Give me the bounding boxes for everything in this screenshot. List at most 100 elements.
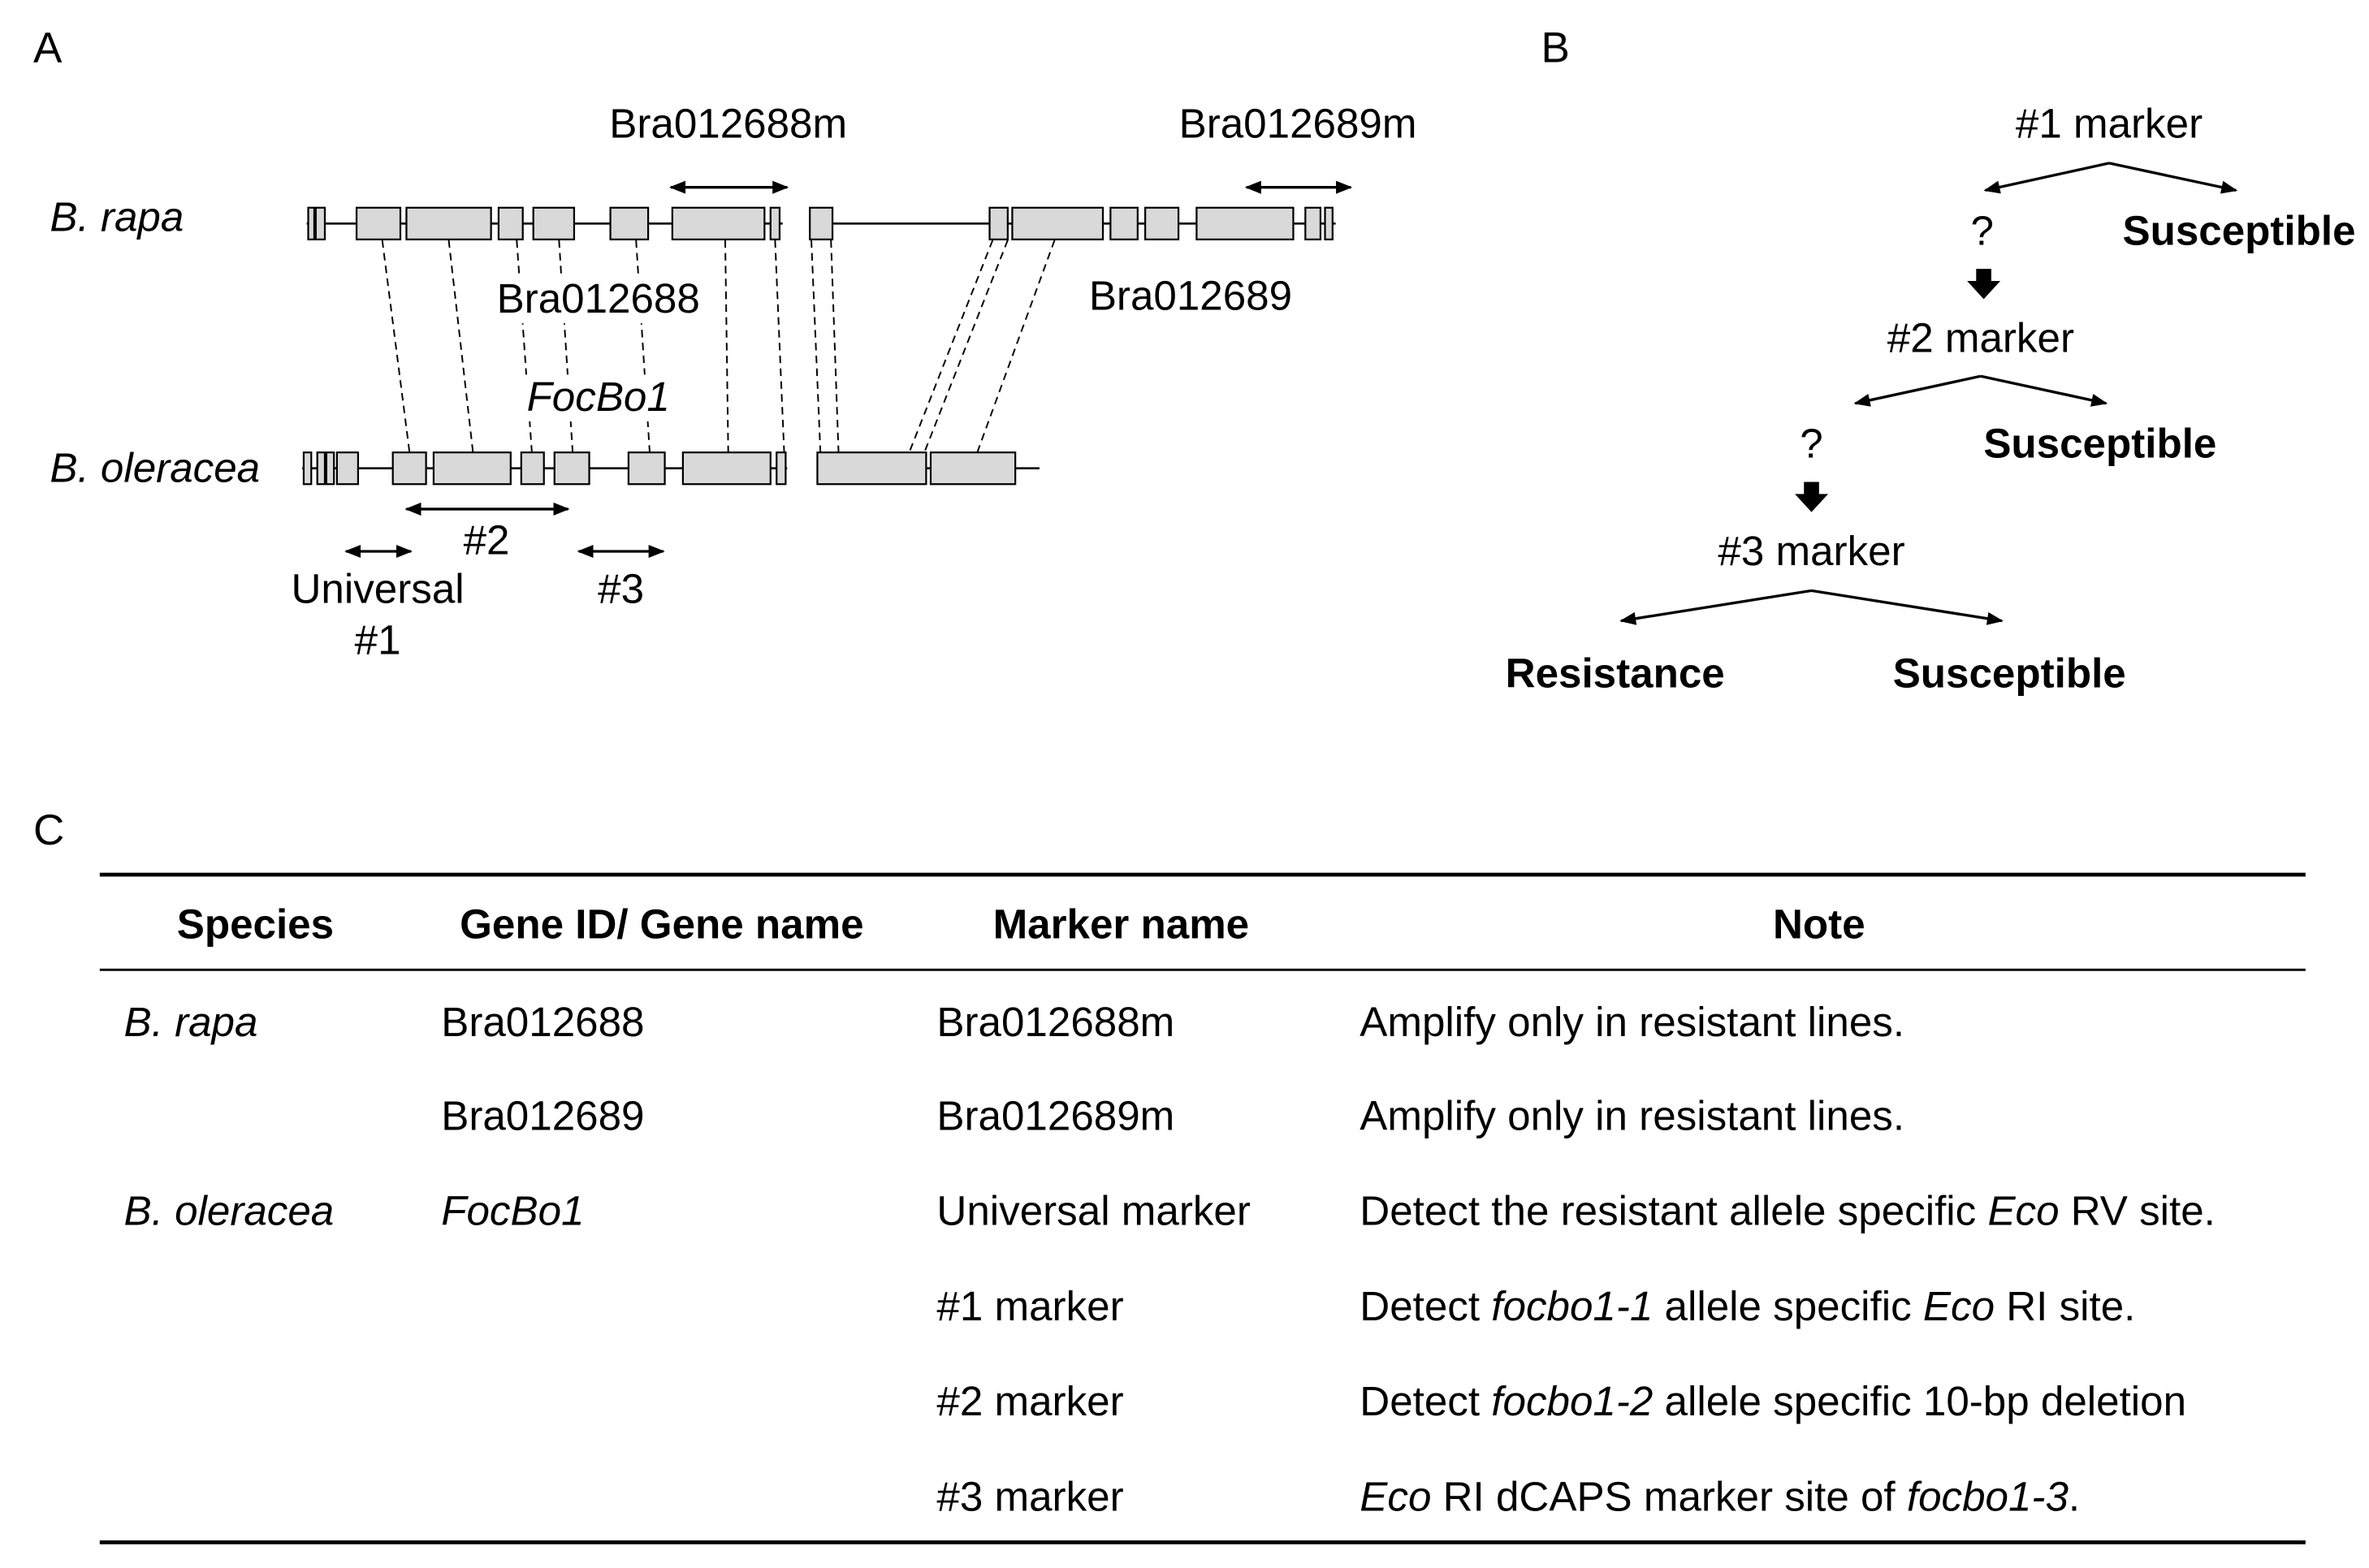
note-text: RV site. [2060,1188,2216,1234]
exon-box [1011,206,1105,240]
cell-marker: Bra012688m [936,999,1174,1045]
table-header-marker: Marker name [993,901,1250,947]
homology-connector [909,240,994,452]
homology-connectors [381,240,1056,452]
note-text-italic: focbo1-2 [1491,1378,1653,1424]
tree-branch-arrow [1811,589,2004,625]
cell-note: Eco RI dCAPS marker site of focbo1-3. [1360,1473,2080,1519]
species-label-rapa: B. rapa [50,194,184,240]
note-text: Detect the resistant allele specific [1360,1188,1987,1234]
gene-model-oleracea-1 [302,451,788,486]
marker-label-bra012688m: Bra012688m [609,100,847,146]
exon-box [988,206,1009,240]
exon-box [325,451,335,486]
exon-box [929,451,1017,486]
down-arrow-icon [1967,269,2001,300]
exon-box [532,206,576,240]
note-text-italic: Eco [1987,1188,2059,1234]
tree-branch-arrow [1619,589,1812,625]
gene-label-bra012689: Bra012689 [1089,272,1292,318]
gene-label-bra012688: Bra012688 [497,275,700,322]
homology-connector [635,240,651,452]
note-text: Detect [1360,1378,1491,1424]
note-text-italic: focbo1-3 [1907,1473,2069,1519]
homology-connector [447,240,474,452]
gene-model-rapa-2 [809,206,1336,240]
exon-box [816,451,927,486]
exon-box [671,206,766,240]
cell-gene: FocBo1 [441,1188,584,1234]
tree-outcome-resistance: Resistance [1506,650,1725,696]
tree-node-marker-1: #1 marker [2016,100,2203,146]
cell-note: Detect focbo1-2 allele specific 10-bp de… [1360,1378,2186,1424]
homology-connector [558,240,574,452]
marker-label-bra012689m: Bra012689m [1179,100,1417,146]
panel-c-table: Species Gene ID/ Gene name Marker name N… [99,872,2306,1544]
cell-note: Amplify only in resistant lines. [1360,999,1904,1045]
table-header-gene: Gene ID/ Gene name [460,901,863,947]
exon-box [1144,206,1180,240]
marker-label-universal-number: #1 [355,617,401,663]
tree-node-marker-3: #3 marker [1718,528,1904,574]
homology-connector [516,240,533,452]
panel-label-b: B [1541,24,1570,71]
exon-box [769,206,781,240]
marker-label-2: #2 [464,517,510,564]
table-header-species: Species [177,901,334,947]
exon-box [776,451,787,486]
exon-box [809,206,834,240]
exon-box [355,206,402,240]
panel-label-c: C [33,806,64,854]
panel-a: Bra012688m Bra012689m B. rapa B. olerace… [50,100,1416,663]
cell-marker: #3 marker [936,1473,1123,1519]
homology-connector [774,240,785,452]
table-row: #1 marker Detect focbo1-1 allele specifi… [936,1283,2135,1329]
note-text-italic: focbo1-1 [1491,1283,1653,1329]
homology-connector [811,240,822,452]
exon-box [1109,206,1139,240]
panel-label-a: A [33,24,63,71]
tree-node-marker-2: #2 marker [1887,314,2074,361]
table-row: Bra012689 Bra012689m Amplify only in res… [441,1093,1904,1139]
gene-model-rapa-1 [306,206,783,240]
homology-connector [830,240,840,452]
species-label-oleracea: B. oleracea [50,444,260,490]
cell-gene: Bra012689 [441,1093,644,1139]
exon-box [1324,206,1334,240]
note-text: allele specific [1653,1283,1923,1329]
exon-box [609,206,650,240]
cell-note: Detect focbo1-1 allele specific Eco RI s… [1360,1283,2135,1329]
exon-box [520,451,545,486]
exon-box [405,206,492,240]
marker-label-3: #3 [598,565,644,611]
exon-box [1304,206,1322,240]
note-text: RI site. [1995,1283,2135,1329]
exon-box [307,206,316,240]
table-header-note: Note [1773,901,1865,947]
note-text: RI dCAPS marker site of [1431,1473,1906,1519]
gene-model-oleracea-2 [816,451,1040,486]
exon-box [316,451,326,486]
table-row: B. oleracea FocBo1 Universal marker Dete… [124,1188,2216,1234]
label-backdrop [521,374,676,422]
exon-box [553,451,590,486]
marker-label-universal: Universal [292,565,465,611]
tree-branch-arrow [2108,162,2238,194]
cell-marker: #2 marker [936,1378,1123,1424]
exon-box [432,451,512,486]
tree-branch-arrow [1853,374,1982,407]
note-text-italic: Eco [1360,1473,1431,1519]
exon-box [681,451,772,486]
cell-note: Amplify only in resistant lines. [1360,1093,1904,1139]
tree-outcome-unknown: ? [1800,421,1822,467]
note-text: Detect [1360,1283,1491,1329]
note-text: Amplify only in resistant lines. [1360,999,1904,1045]
cell-species: B. oleracea [124,1188,335,1234]
homology-connector [724,240,729,452]
down-arrow-icon [1795,482,1828,512]
exon-box [314,206,326,240]
note-text: Amplify only in resistant lines. [1360,1093,1904,1139]
note-text-italic: Eco [1923,1283,1995,1329]
tree-outcome-susceptible: Susceptible [2122,207,2355,253]
